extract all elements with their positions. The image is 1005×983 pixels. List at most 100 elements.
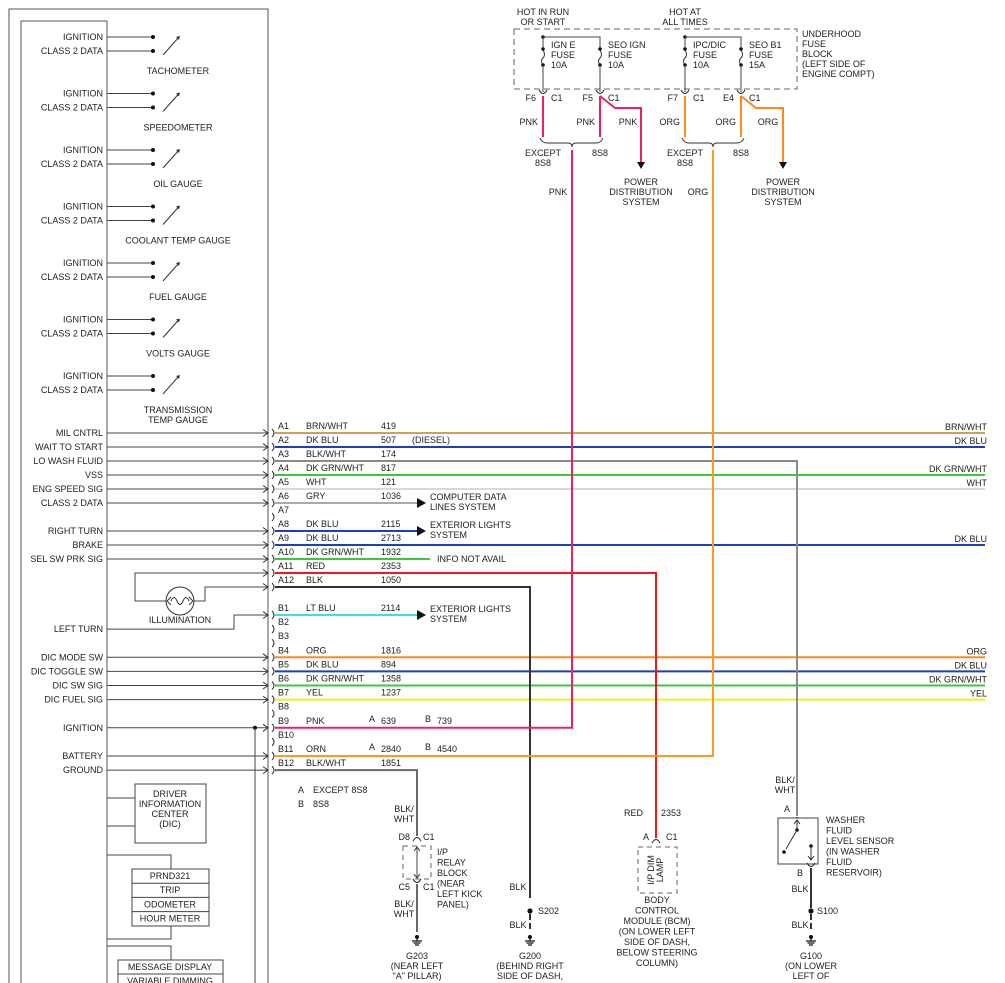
gauge-pin-label: IGNITION <box>63 202 103 212</box>
gauge-pin-label: IGNITION <box>63 89 103 99</box>
module-signal-label: BATTERY <box>62 751 103 761</box>
module-signal-label: SEL SW PRK SIG <box>30 554 103 564</box>
pin-label: B1 <box>278 603 289 613</box>
fuse-block-name: BLOCK <box>802 49 833 59</box>
relay-block-label: (NEAR <box>437 879 466 889</box>
ground-label: LEFT OF <box>793 971 830 981</box>
gauge-name: COOLANT TEMP GAUGE <box>125 236 231 246</box>
gauge-terminal <box>151 105 155 110</box>
except-8s8-label: EXCEPT <box>667 148 704 158</box>
ground-dot <box>415 935 419 939</box>
module-signal-label: LEFT TURN <box>54 624 103 634</box>
relay-block-label: PANEL) <box>437 900 469 910</box>
wire-note: (DIESEL) <box>412 435 450 445</box>
wire-color-label: BLK <box>791 920 808 930</box>
bcm-label: BODY <box>644 895 670 905</box>
fuse-terminal <box>739 47 743 51</box>
washer-sensor-box <box>777 817 819 865</box>
circuit-number: 1358 <box>381 674 401 684</box>
fuse-pin: F6 <box>525 93 536 103</box>
connector-terminal <box>271 512 275 522</box>
fuse-icon <box>541 49 545 66</box>
wire-color-label: BLK/WHT <box>306 449 347 459</box>
module-signal-label: DIC TOGGLE SW <box>31 666 104 676</box>
sensor-switch-icon <box>785 829 798 850</box>
washer-sensor-label: FLUID <box>826 826 853 836</box>
wire-color-label-right: DK BLU <box>954 660 987 670</box>
male-terminal-icon <box>262 752 269 760</box>
pin-label: B9 <box>278 716 289 726</box>
circuit-number: 739 <box>437 716 452 726</box>
gauge-needle-icon <box>162 36 180 56</box>
male-terminal-icon <box>262 527 269 535</box>
gauge-terminal <box>151 148 155 152</box>
pin-label: B10 <box>278 730 294 740</box>
fuse-label: 10A <box>693 60 709 70</box>
pin-label: B8 <box>278 702 289 712</box>
power-distribution-label: POWER <box>624 177 659 187</box>
gauge-needle-icon <box>162 206 180 225</box>
wire-note: INFO NOT AVAIL <box>437 554 506 564</box>
connector-terminal <box>271 681 275 690</box>
fuse-block-name: UNDERHOOD <box>802 29 862 39</box>
gauge-pin-label: IGNITION <box>63 258 103 268</box>
fuse-label: 10A <box>608 60 624 70</box>
ground-label: (NEAR LEFT <box>391 961 444 971</box>
org-branch-wire <box>740 95 784 162</box>
underhood-fuse-block <box>513 28 798 90</box>
fuse-icon <box>598 49 602 66</box>
washer-sensor-label: WASHER <box>826 815 866 825</box>
gauge-terminal <box>151 275 155 279</box>
wire-color-label: DK BLU <box>306 533 339 543</box>
connector-icon <box>412 837 422 842</box>
relay-pin: C5 <box>398 882 410 892</box>
gauge-pin-label: CLASS 2 DATA <box>41 272 103 282</box>
pin-label: A8 <box>278 519 289 529</box>
connector-terminal <box>271 484 275 494</box>
hot-at-all-times-label: HOT AT <box>669 7 701 17</box>
gauge-pin-label: CLASS 2 DATA <box>41 216 103 226</box>
connector-terminal <box>271 638 275 648</box>
ground-label: (ON LOWER <box>785 961 838 971</box>
except-8s8-label: 8S8 <box>677 158 693 168</box>
ground-label: G203 <box>406 951 428 961</box>
pin-label: B6 <box>278 674 289 684</box>
splice-label: S202 <box>538 906 559 916</box>
wire-color-label-right: BRN/WHT <box>945 422 987 432</box>
wire-color-label: WHT <box>394 814 415 824</box>
gauge-needle-icon <box>162 93 180 112</box>
wire-color-label: WHT <box>394 909 415 919</box>
relay-block-label: LEFT KICK <box>437 889 482 899</box>
destination-system-label: SYSTEM <box>430 530 467 540</box>
gauge-terminal <box>151 331 155 336</box>
male-terminal-icon <box>262 569 269 591</box>
message-item: MESSAGE DISPLAY <box>128 962 212 972</box>
fuse-pin: F7 <box>667 93 678 103</box>
gauge-terminal <box>151 374 155 378</box>
gauge-needle-icon <box>162 319 180 338</box>
message-item: VARIABLE DIMMING <box>127 976 213 983</box>
relay-pin: D8 <box>398 832 410 842</box>
left-turn-line <box>107 614 268 630</box>
ground-label: "A" PILLAR) <box>393 971 442 981</box>
pin-label: B3 <box>278 631 289 641</box>
branch-wire-color: ORG <box>758 117 779 127</box>
gauge-pin-label: CLASS 2 DATA <box>41 329 103 339</box>
gauge-terminal <box>151 218 155 223</box>
gauge-pin-label: CLASS 2 DATA <box>41 385 103 395</box>
male-terminal-icon <box>262 723 269 732</box>
wire-b9 <box>275 150 573 729</box>
wire-color-label: RED <box>306 561 326 571</box>
bcm-label: (ON LOWER LEFT <box>619 927 696 937</box>
circuit-number: 1932 <box>381 547 401 557</box>
dic-box-label: (DIC) <box>159 819 181 829</box>
wire-b11 <box>275 150 714 757</box>
hot-in-run-label: HOT IN RUN <box>517 7 569 17</box>
message-box <box>117 959 224 983</box>
relay-connector: C1 <box>423 882 435 892</box>
ground-label: G100 <box>800 951 822 961</box>
circuit-number: 1816 <box>381 645 401 655</box>
dic-box <box>134 783 207 844</box>
connector-icon <box>595 89 605 94</box>
wire-a12 <box>275 586 531 898</box>
